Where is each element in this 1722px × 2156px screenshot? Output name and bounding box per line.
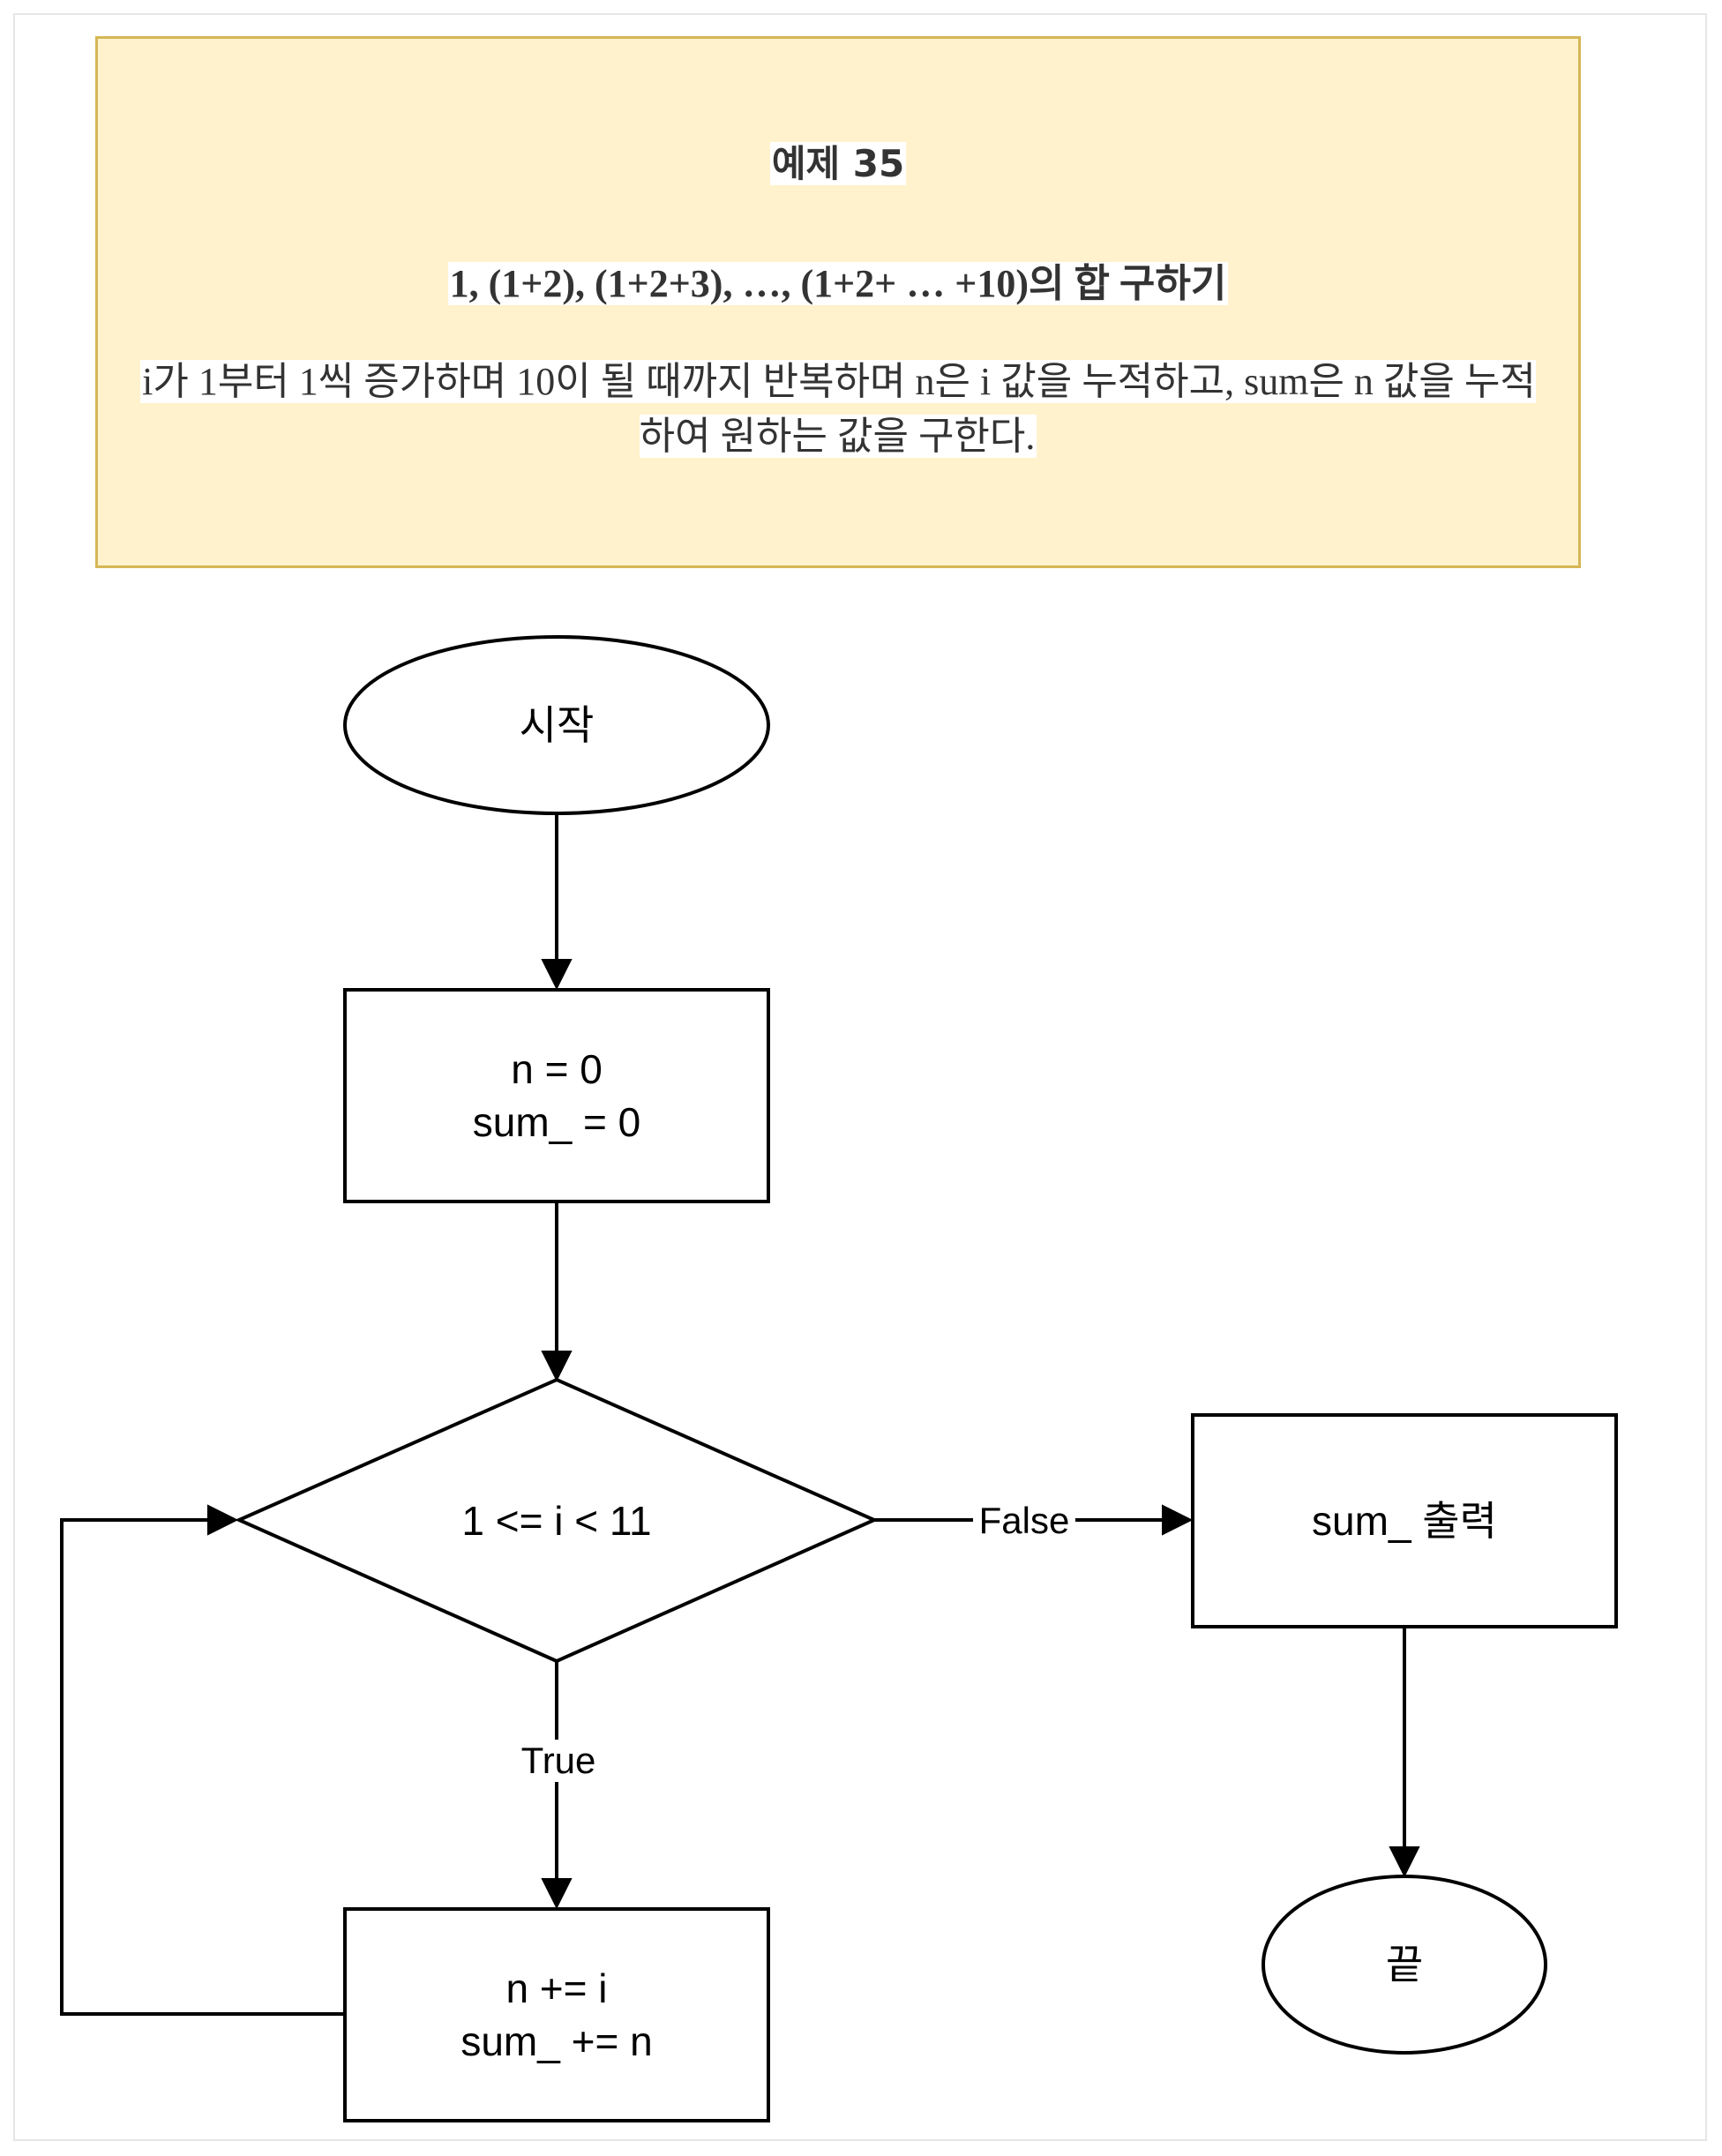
example-note-box: 예제 35 1, (1+2), (1+2+3), …, (1+2+ … +10)… [95, 36, 1581, 568]
edge-start-to-init-arrow [541, 959, 573, 991]
init-node [343, 988, 770, 1203]
edge-output-to-end-arrow [1389, 1846, 1420, 1878]
edge-condition-false-arrow [1162, 1504, 1194, 1536]
edge-loop-back-arrow [207, 1504, 239, 1536]
note-subtitle: 1, (1+2), (1+2+3), …, (1+2+ … +10)의 합 구하… [447, 262, 1229, 305]
output-node [1191, 1413, 1618, 1628]
body-label: n += i sum_ += n [460, 1965, 653, 2064]
start-label: 시작 [519, 702, 595, 748]
edge-condition-true-arrow [541, 1878, 573, 1910]
note-title: 예제 35 [769, 142, 907, 185]
body-node [343, 1907, 770, 2122]
end-label: 끝 [1385, 1942, 1424, 1988]
start-node [343, 635, 770, 815]
true-edge-label: True [504, 1740, 613, 1782]
condition-node [235, 1377, 879, 1664]
edge-init-to-condition-arrow [541, 1351, 573, 1382]
condition-label: 1 <= i < 11 [461, 1498, 652, 1544]
output-label: sum_ 출력 [1312, 1498, 1497, 1544]
edge-loop-back [60, 1518, 345, 2016]
false-edge-label: False [973, 1500, 1075, 1542]
init-label: n = 0 sum_ = 0 [472, 1046, 641, 1145]
end-node [1262, 1875, 1547, 2055]
